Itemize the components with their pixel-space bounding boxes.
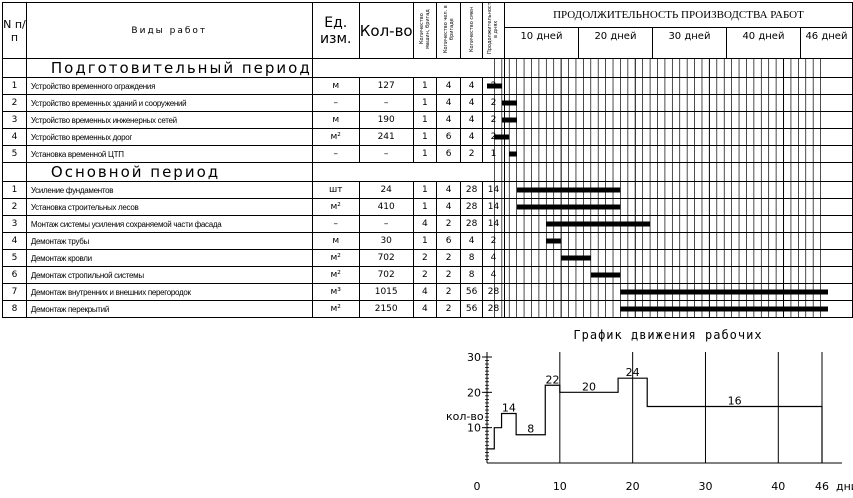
section-title: Подготовительный период	[25, 58, 313, 78]
header-machines: Количество машин, бригад	[412, 2, 438, 59]
data-label: 14	[502, 402, 516, 415]
header-people: Количество чел. в бригаде	[436, 2, 462, 59]
x-tick-label: 46	[815, 480, 829, 493]
workers-step-line	[487, 377, 823, 463]
data-label: 16	[728, 394, 742, 407]
gantt-period-2: 20 дней	[579, 28, 653, 58]
gantt-bar	[590, 272, 621, 278]
data-label: 22	[546, 373, 560, 386]
people: 2	[436, 300, 462, 318]
y-axis-label: кол-во	[446, 410, 484, 423]
section-row: Основной период	[2, 162, 853, 182]
gantt-bar	[501, 100, 517, 106]
y-tick-label: 20	[467, 386, 481, 399]
machines: 1	[412, 232, 438, 250]
gantt-bar	[501, 117, 517, 123]
gantt-period-1: 10 дней	[505, 28, 579, 58]
gantt-title: ПРОДОЛЖИТЕЛЬНОСТЬ ПРОИЗВОДСТВА РАБОТ	[505, 4, 852, 28]
header-unit: Ед. изм.	[311, 2, 360, 59]
x-axis-label: дни	[836, 480, 853, 493]
people: 6	[436, 232, 462, 250]
unit: м²	[311, 300, 360, 318]
y-tick-label: 10	[467, 422, 481, 435]
x-tick-label: 40	[771, 480, 785, 493]
gantt-bar	[620, 306, 828, 312]
work-schedule-table: N п/п Виды работ Ед. изм. Кол-во Количес…	[2, 2, 853, 318]
gantt-bar	[516, 187, 621, 193]
table-header-row: N п/п Виды работ Ед. изм. Кол-во Количес…	[2, 2, 853, 59]
header-num: N п/п	[2, 2, 27, 59]
chart-title: График движения рабочих	[573, 328, 762, 342]
gantt-bar	[516, 204, 621, 210]
data-label: 20	[582, 380, 596, 393]
data-label: 8	[527, 423, 534, 436]
gantt-bar	[561, 255, 591, 261]
x-tick-label: 30	[698, 480, 712, 493]
gantt-period-3: 30 дней	[653, 28, 727, 58]
gantt-bar	[546, 221, 651, 227]
x-tick-label: 20	[626, 480, 640, 493]
gantt-bar	[620, 289, 828, 295]
gantt-bar	[546, 238, 562, 244]
machines: 4	[412, 300, 438, 318]
x-tick-label: 10	[553, 480, 567, 493]
gantt-period-4: 40 дней	[727, 28, 801, 58]
y-tick-label: 30	[467, 351, 481, 364]
people: 2	[436, 266, 462, 284]
gantt-period-5: 46 дней	[805, 31, 848, 42]
gantt-header-cell: ПРОДОЛЖИТЕЛЬНОСТЬ ПРОИЗВОДСТВА РАБОТ 10 …	[503, 2, 853, 59]
header-works: Виды работ	[25, 2, 313, 59]
x-tick-label: 0	[474, 480, 481, 493]
gantt-bar	[509, 151, 517, 157]
gantt-bar	[494, 134, 510, 140]
people: 4	[436, 198, 462, 216]
data-label: 24	[626, 366, 640, 379]
header-qty: Кол-во	[358, 2, 414, 59]
gantt-bar	[487, 83, 502, 89]
